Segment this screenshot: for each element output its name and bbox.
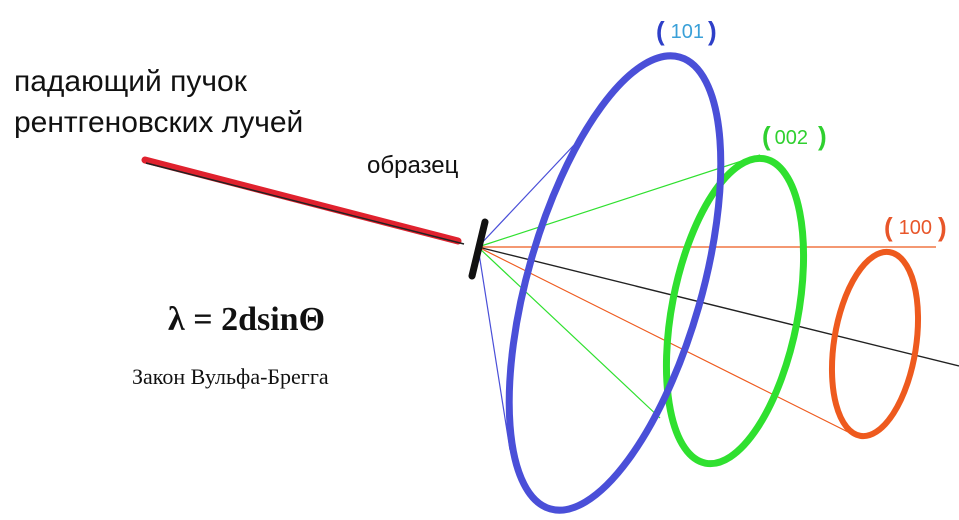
transmitted-beam-axis	[477, 246, 959, 367]
cone-line-100-bottom	[477, 246, 849, 433]
beam-label-line2: рентгеновских лучей	[14, 106, 303, 139]
beam-label-line1: падающий пучок	[14, 65, 248, 98]
paren-open-002: (	[762, 121, 771, 151]
hkl-label-002: (002)	[762, 121, 827, 151]
paren-close-002: )	[818, 121, 827, 151]
paren-open-100: (	[884, 212, 893, 242]
cone-line-101-top	[477, 127, 591, 248]
bragg-law-name: Закон Вульфа-Брегга	[132, 364, 329, 389]
paren-close-100: )	[938, 212, 947, 242]
cone-lines-002	[477, 154, 761, 419]
diffraction-ring-101	[505, 52, 725, 514]
incident-beam-shadow	[145, 162, 465, 245]
paren-close-101: )	[708, 16, 717, 46]
hkl-label-100: (100)	[884, 212, 947, 242]
hkl-value-002: 002	[775, 127, 808, 149]
diffraction-ring-100	[828, 248, 922, 440]
cone-lines-101	[477, 127, 591, 451]
hkl-value-100: 100	[899, 217, 932, 239]
hkl-value-101: 101	[671, 21, 704, 43]
cone-line-101-bottom	[477, 246, 511, 451]
sample	[468, 218, 489, 280]
bragg-formula: λ = 2dsinΘ	[168, 301, 325, 338]
incident-beam	[141, 156, 462, 245]
cone-line-002-top	[477, 154, 761, 248]
sample-label: образец	[367, 152, 459, 179]
paren-open-101: (	[656, 16, 665, 46]
cone-lines-100	[477, 246, 936, 433]
diffraction-ring-002	[662, 154, 808, 468]
cone-line-002-bottom	[477, 246, 661, 419]
hkl-label-101: (101)	[656, 16, 717, 46]
